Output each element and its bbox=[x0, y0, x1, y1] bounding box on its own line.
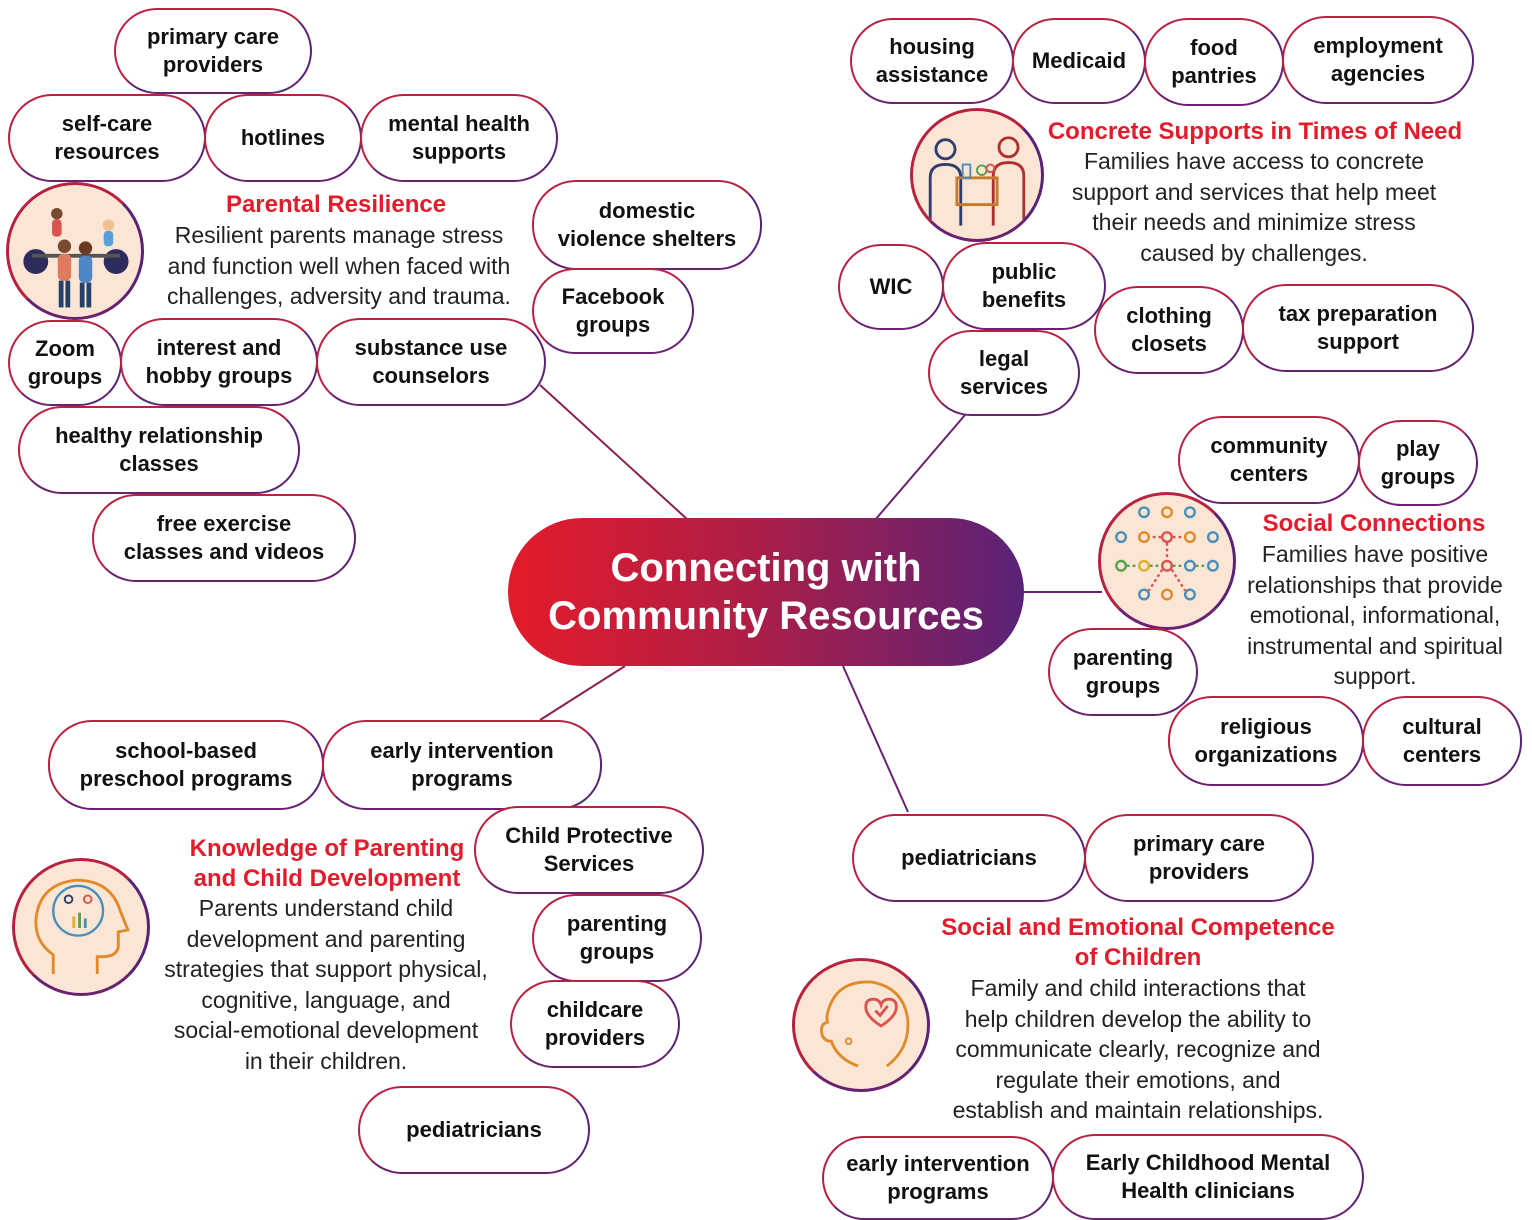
resource-self-care-resources[interactable]: self-care resources bbox=[8, 94, 206, 182]
resource-childcare-providers[interactable]: childcare providers bbox=[510, 980, 680, 1068]
resource-domestic-violence-shelters[interactable]: domestic violence shelters bbox=[532, 180, 762, 270]
connector-social-emotional bbox=[842, 665, 909, 813]
resource-healthy-relationship-classes[interactable]: healthy relationship classes bbox=[18, 406, 300, 494]
resource-zoom-groups[interactable]: Zoom groups bbox=[8, 320, 122, 406]
resource-food-pantries[interactable]: food pantries bbox=[1144, 18, 1284, 106]
resource-primary-care-providers-social-emotional[interactable]: primary care providers bbox=[1084, 814, 1314, 902]
resource-free-exercise-classes[interactable]: free exercise classes and videos bbox=[92, 494, 356, 582]
social-connections-title: Social Connections bbox=[1262, 510, 1486, 537]
concrete-supports-description: Families have access to concrete support… bbox=[1071, 148, 1437, 266]
social-emotional-description: Family and child interactions that help … bbox=[952, 975, 1324, 1123]
social-emotional-icon-circle bbox=[792, 958, 930, 1092]
resource-legal-services[interactable]: legal services bbox=[928, 330, 1080, 416]
resource-community-centers[interactable]: community centers bbox=[1178, 416, 1360, 504]
resource-early-intervention-programs-social-emotional[interactable]: early intervention programs bbox=[822, 1136, 1054, 1220]
resource-play-groups[interactable]: play groups bbox=[1358, 420, 1478, 506]
resource-primary-care-providers[interactable]: primary care providers bbox=[114, 8, 312, 94]
head-with-heart-icon bbox=[820, 980, 910, 1068]
social-emotional-title: Social and Emotional Competence of Child… bbox=[941, 914, 1335, 971]
resource-pediatricians-social-emotional[interactable]: pediatricians bbox=[852, 814, 1086, 902]
resource-hotlines[interactable]: hotlines bbox=[204, 94, 362, 182]
knowledge-parenting-title: Knowledge of Parenting and Child Develop… bbox=[189, 835, 465, 892]
resource-cultural-centers[interactable]: cultural centers bbox=[1362, 696, 1522, 786]
resource-clothing-closets[interactable]: clothing closets bbox=[1094, 286, 1244, 374]
resource-wic[interactable]: WIC bbox=[838, 244, 944, 330]
weightlifting-family-icon bbox=[23, 207, 129, 308]
parental-resilience-icon-circle bbox=[6, 182, 144, 320]
resource-early-childhood-mental-health-clinicians[interactable]: Early Childhood Mental Health clinicians bbox=[1052, 1134, 1364, 1220]
knowledge-parenting-description: Parents understand child development and… bbox=[164, 895, 488, 1074]
social-connections-description: Families have positive relationships tha… bbox=[1247, 541, 1503, 689]
resource-housing-assistance[interactable]: housing assistance bbox=[850, 18, 1014, 104]
connector-concrete-supports bbox=[874, 414, 966, 521]
resource-public-benefits[interactable]: public benefits bbox=[942, 242, 1106, 330]
people-network-icon bbox=[1115, 506, 1219, 601]
head-with-family-icon bbox=[34, 878, 130, 974]
resource-substance-use-counselors[interactable]: substance use counselors bbox=[316, 318, 546, 406]
concrete-supports-title: Concrete Supports in Times of Need bbox=[1047, 118, 1463, 145]
resource-religious-organizations[interactable]: religious organizations bbox=[1168, 696, 1364, 786]
handing-food-box-icon bbox=[928, 136, 1026, 226]
social-connections-icon-circle bbox=[1098, 492, 1236, 630]
resource-interest-hobby-groups[interactable]: interest and hobby groups bbox=[120, 318, 318, 406]
resource-employment-agencies[interactable]: employment agencies bbox=[1282, 16, 1474, 104]
resource-pediatricians-knowledge[interactable]: pediatricians bbox=[358, 1086, 590, 1174]
connector-parental-resilience bbox=[539, 384, 689, 521]
resource-parenting-groups-social[interactable]: parenting groups bbox=[1048, 628, 1198, 716]
resource-facebook-groups[interactable]: Facebook groups bbox=[532, 268, 694, 354]
resource-mental-health-supports[interactable]: mental health supports bbox=[360, 94, 558, 182]
knowledge-parenting-icon-circle bbox=[12, 858, 150, 996]
parental-resilience-title: Parental Resilience bbox=[225, 191, 447, 218]
resource-parenting-groups-knowledge[interactable]: parenting groups bbox=[532, 894, 702, 982]
resource-child-protective-services[interactable]: Child Protective Services bbox=[474, 806, 704, 894]
central-title: Connecting with Community Resources bbox=[508, 518, 1024, 666]
concrete-supports-icon-circle bbox=[910, 108, 1044, 242]
resource-medicaid[interactable]: Medicaid bbox=[1012, 18, 1146, 104]
connector-knowledge-parenting bbox=[539, 665, 626, 721]
resource-tax-preparation-support[interactable]: tax preparation support bbox=[1242, 284, 1474, 372]
resource-school-based-preschool-programs[interactable]: school-based preschool programs bbox=[48, 720, 324, 810]
resource-early-intervention-programs-knowledge[interactable]: early intervention programs bbox=[322, 720, 602, 810]
parental-resilience-description: Resilient parents manage stress and func… bbox=[167, 222, 511, 309]
